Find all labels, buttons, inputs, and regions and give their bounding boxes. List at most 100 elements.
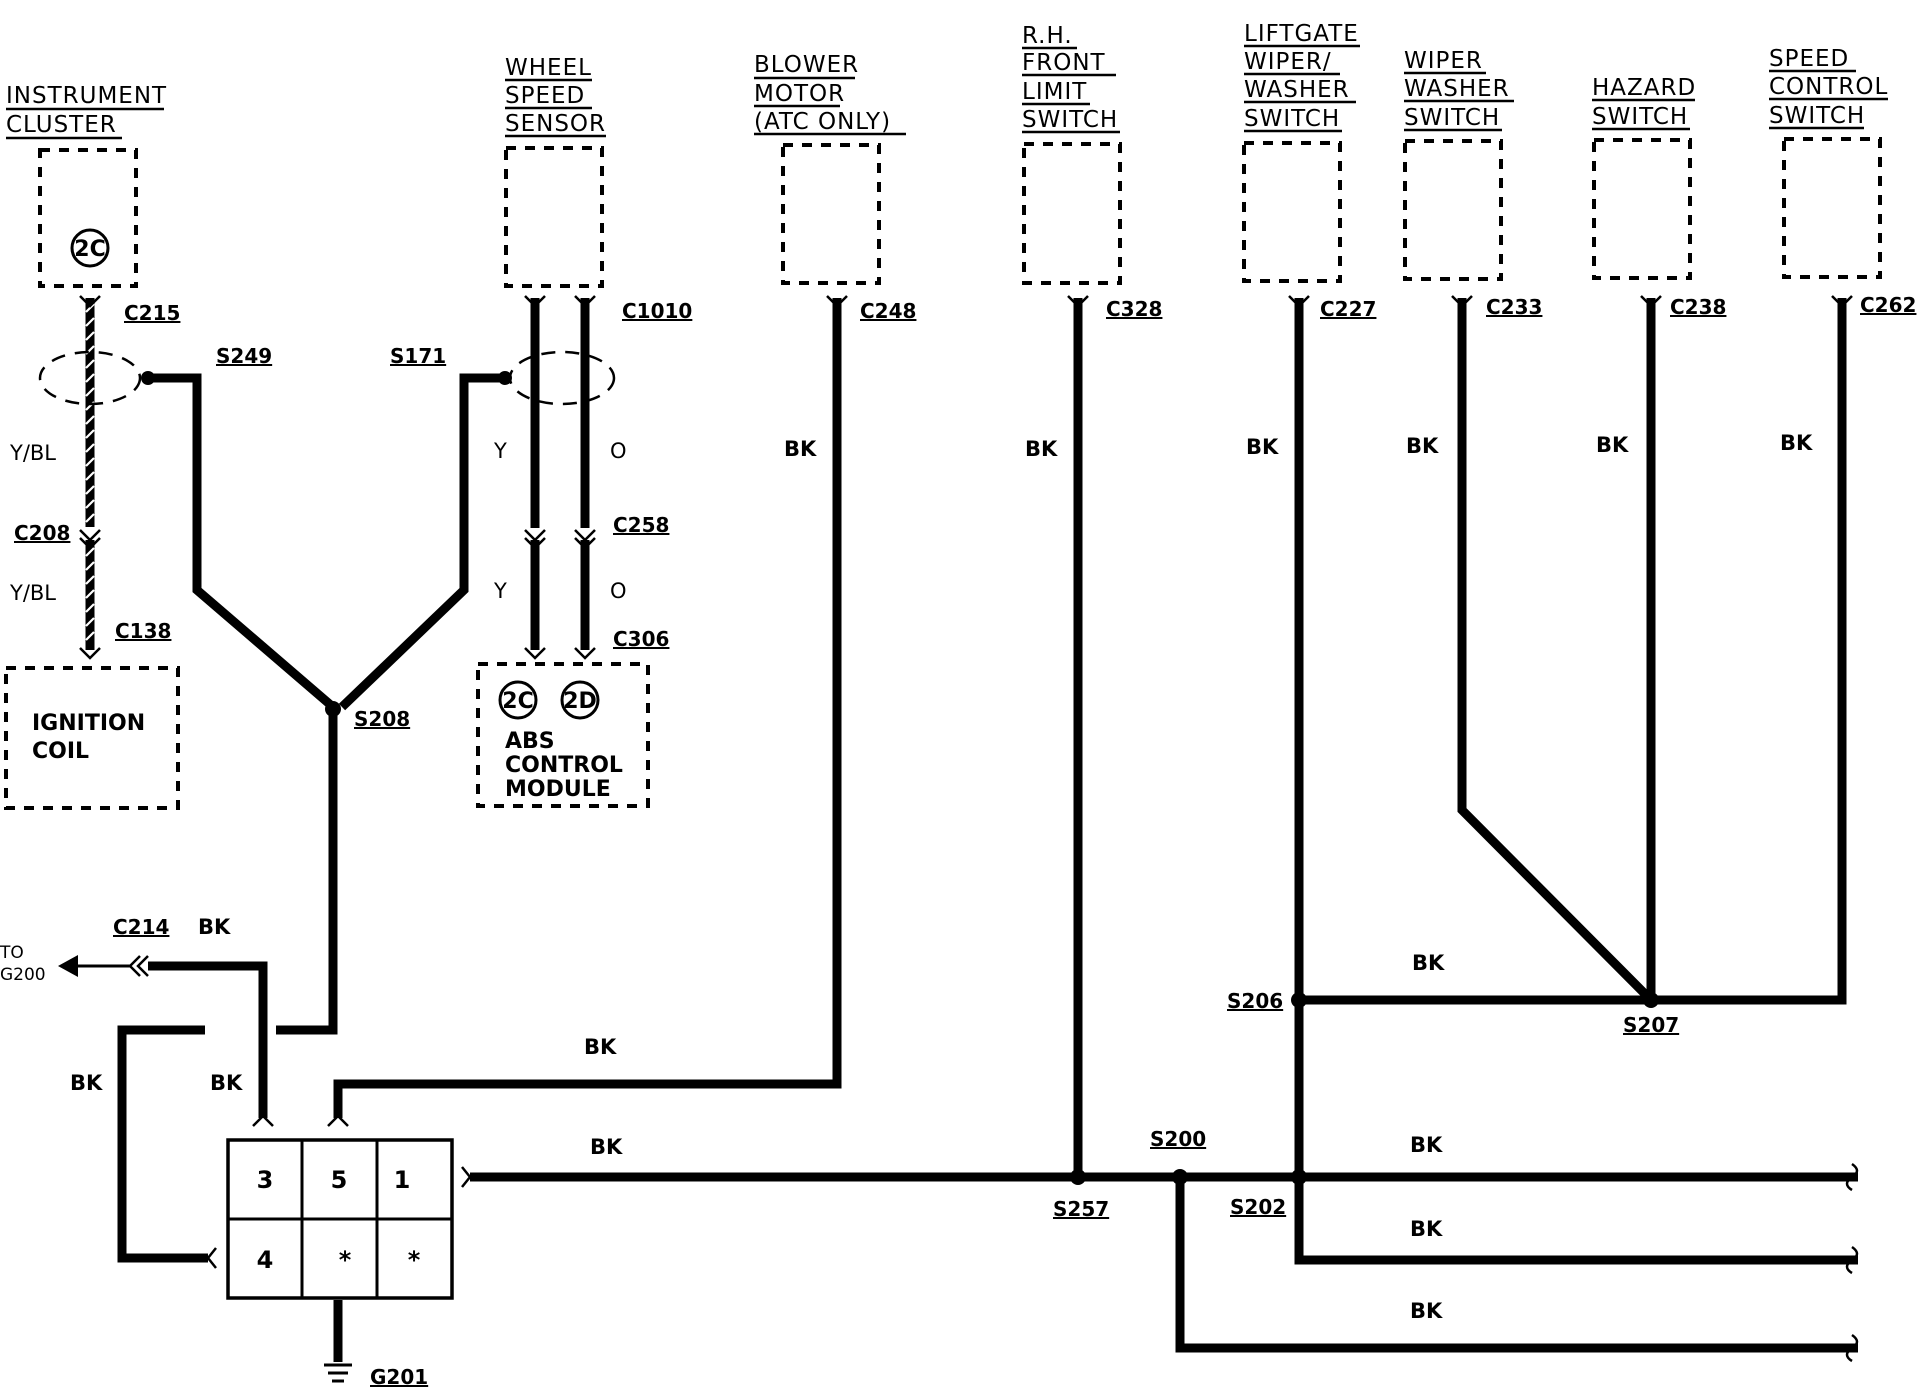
- s171-label: S171: [390, 344, 446, 368]
- s202-label: S202: [1230, 1195, 1286, 1219]
- splice-s249: [141, 371, 155, 385]
- instrument-cluster-badge: 2C: [70, 228, 110, 268]
- s208-to-connector-wire: [276, 714, 338, 1035]
- abs-control-module-label: ABS CONTROL MODULE: [505, 729, 623, 802]
- c1010-label: C1010: [622, 299, 692, 323]
- label-text: CONTROL: [505, 753, 623, 778]
- label-text: MODULE: [505, 777, 611, 802]
- speed-control-switch-title: SPEED CONTROL SWITCH: [1769, 46, 1888, 130]
- label-text: 2C: [74, 237, 105, 262]
- s257-label: S257: [1053, 1197, 1109, 1221]
- ground-symbol: [324, 1363, 352, 1383]
- splice-s208: [325, 701, 341, 717]
- pin-blank-b: *: [408, 1246, 421, 1274]
- splice-s171: [498, 371, 512, 385]
- label-text: 2D: [563, 689, 597, 714]
- splice-s206: [1291, 992, 1307, 1008]
- instrument-cluster-box: [38, 148, 138, 288]
- s200-branch-wire: [1175, 1177, 1858, 1353]
- s207-label: S207: [1623, 1013, 1679, 1037]
- wire-color-bk-pin1: BK: [590, 1135, 623, 1159]
- label-text: G200: [0, 965, 46, 985]
- to-g200-arrow: [58, 955, 78, 977]
- wire-color-bk-wiper: BK: [1406, 434, 1439, 458]
- speed-control-ground-wire: [1299, 298, 1847, 1005]
- label-text: SWITCH: [1244, 106, 1340, 132]
- pin-blank-a: *: [339, 1246, 352, 1274]
- wire-color-bk-s206: BK: [1412, 951, 1445, 975]
- wire-color-bk-hazard: BK: [1596, 433, 1629, 457]
- wire-color-ybl-lower: Y/BL: [9, 581, 56, 605]
- label-text: LIMIT: [1022, 79, 1087, 105]
- ignition-coil-label: IGNITION COIL: [32, 711, 145, 764]
- wire-color-bk-pin3: BK: [210, 1071, 243, 1095]
- blower-motor-ground-wire: [333, 298, 842, 1118]
- rh-front-limit-switch-title: R.H. FRONT LIMIT SWITCH: [1022, 23, 1120, 134]
- label-text: WHEEL: [505, 55, 592, 81]
- label-text: SENSOR: [505, 111, 606, 137]
- s249-drain-wire: [148, 373, 336, 711]
- g201-label: G201: [370, 1365, 428, 1389]
- c233-label: C233: [1486, 295, 1542, 319]
- hazard-switch-title: HAZARD SWITCH: [1592, 75, 1695, 131]
- splice-s207: [1643, 992, 1659, 1008]
- wire-color-bk-s200: BK: [1410, 1299, 1443, 1323]
- label-text: INSTRUMENT: [6, 83, 167, 109]
- wiper-washer-switch-box: [1403, 139, 1503, 281]
- to-g200-label: TO G200: [0, 943, 46, 985]
- wire-color-bk-blower: BK: [784, 437, 817, 461]
- liftgate-wiper-washer-switch-box: [1242, 141, 1342, 283]
- s171-drain-wire: [338, 373, 505, 711]
- label-text: (ATC ONLY): [754, 109, 891, 135]
- connector-chevrons: [79, 295, 1859, 1363]
- wire-color-bk-c214: BK: [198, 915, 231, 939]
- label-text: COIL: [32, 739, 89, 764]
- abs-badge-2c: 2C: [498, 680, 538, 720]
- wire-color-bk-pin4: BK: [70, 1071, 103, 1095]
- c238-label: C238: [1670, 295, 1726, 319]
- label-text: WIPER: [1404, 48, 1483, 74]
- wire-color-bk-rh-front: BK: [1025, 437, 1058, 461]
- wire-color-y-lower: Y: [493, 579, 507, 603]
- c215-label: C215: [124, 301, 180, 325]
- label-text: SWITCH: [1404, 105, 1500, 131]
- c306-label: C306: [613, 627, 669, 651]
- wheel-speed-sensor-title: WHEEL SPEED SENSOR: [505, 55, 606, 138]
- wheel-speed-sensor-shield: [508, 350, 616, 406]
- wire-color-bk-liftgate: BK: [1246, 435, 1279, 459]
- label-text: SWITCH: [1592, 104, 1688, 130]
- c208-label: C208: [14, 521, 70, 545]
- s206-label: S206: [1227, 989, 1283, 1013]
- blower-motor-title: BLOWER MOTOR (ATC ONLY): [754, 52, 906, 136]
- splice-s257: [1070, 1169, 1086, 1185]
- label-text: CONTROL: [1769, 74, 1888, 100]
- label-text: R.H.: [1022, 23, 1073, 49]
- label-text: WASHER: [1404, 76, 1510, 102]
- s200-label: S200: [1150, 1127, 1206, 1151]
- label-text: WIPER/: [1244, 49, 1332, 75]
- label-text: IGNITION: [32, 711, 145, 736]
- c227-label: C227: [1320, 297, 1376, 321]
- blower-motor-box: [781, 143, 881, 285]
- splice-s200: [1172, 1169, 1188, 1185]
- wheel-speed-sensor-box: [504, 146, 604, 288]
- wiper-washer-switch-title: WIPER WASHER SWITCH: [1404, 48, 1514, 132]
- wire-color-bk-speed: BK: [1780, 431, 1813, 455]
- wiper-washer-ground-wire: [1457, 298, 1655, 1004]
- label-text: SWITCH: [1022, 107, 1118, 133]
- label-text: WASHER: [1244, 77, 1350, 103]
- speed-control-switch-box: [1782, 137, 1882, 279]
- label-text: 2C: [502, 689, 533, 714]
- c214-wire: [148, 961, 268, 1118]
- label-text: TO: [0, 943, 24, 963]
- ground-connector: 3 5 1 4 * *: [226, 1138, 454, 1300]
- label-text: MOTOR: [754, 81, 845, 107]
- pin4-loop-wire: [117, 1025, 208, 1263]
- liftgate-wiper-washer-switch-title: LIFTGATE WIPER/ WASHER SWITCH: [1244, 21, 1360, 133]
- abs-control-module-box: [476, 662, 650, 808]
- c138-label: C138: [115, 619, 171, 643]
- pin-4: 4: [257, 1246, 274, 1274]
- c214-label: C214: [113, 915, 169, 939]
- splice-s202: [1291, 1169, 1307, 1185]
- wire-color-o-upper: O: [610, 439, 627, 463]
